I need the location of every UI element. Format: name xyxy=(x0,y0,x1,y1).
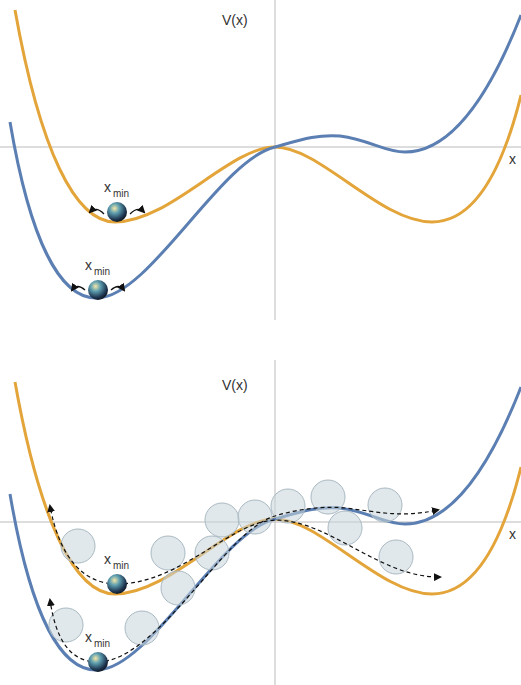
ball-label-subscript: min xyxy=(113,561,129,571)
ball-label: x xyxy=(104,180,111,194)
ball-label-subscript: min xyxy=(113,189,129,199)
ball-label-subscript: min xyxy=(94,639,110,649)
ball-label: x xyxy=(85,258,92,272)
top-panel xyxy=(0,0,521,320)
axis-label: x xyxy=(509,152,516,166)
ball-label: x xyxy=(85,630,92,644)
ball-label: x xyxy=(104,552,111,566)
ball-label-subscript: min xyxy=(94,267,110,277)
axis-label: V(x) xyxy=(222,13,248,27)
axis-label: V(x) xyxy=(222,378,248,392)
bottom-panel xyxy=(0,360,521,685)
axis-label: x xyxy=(509,527,516,541)
